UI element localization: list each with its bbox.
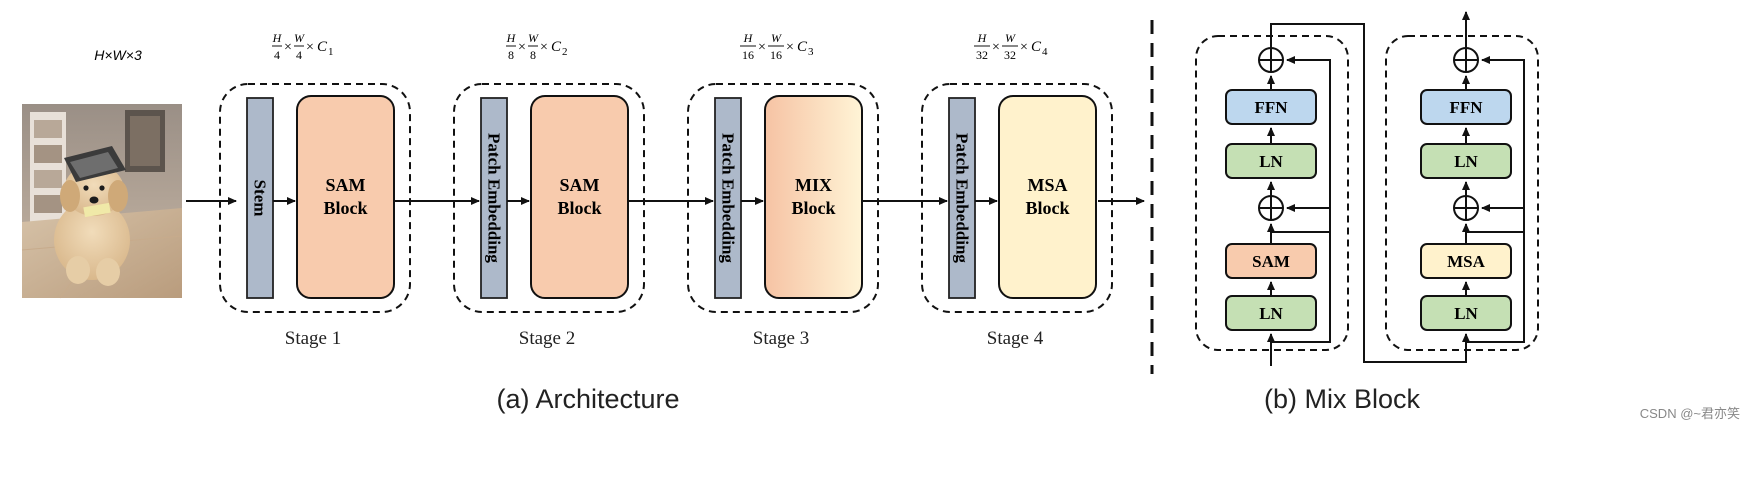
- stage-2-times-2: ×: [540, 40, 548, 55]
- caption-mix-block: (b) Mix Block: [1264, 384, 1421, 414]
- stage-1-block-word: Block: [323, 198, 367, 218]
- stage-2-h-frac-numerator: H: [506, 31, 517, 45]
- stage-1-dashed-group: [219, 83, 411, 313]
- stage-1-block-name: SAM: [326, 175, 366, 195]
- puppy-photo-icon: [21, 104, 183, 299]
- mix-right-group: [1385, 35, 1539, 351]
- stage-1-h-frac-numerator: H: [272, 31, 283, 45]
- stage-1-label: Stage 1: [285, 328, 341, 349]
- stage-2-dashed-group: [453, 83, 645, 313]
- stage-4-channel-sub: 4: [1042, 46, 1048, 58]
- stage-4-dashed-group: [921, 83, 1113, 313]
- input-dims-text: H×W×3: [94, 47, 142, 63]
- stage-4-block-word: Block: [1025, 198, 1069, 218]
- stage-1-block: [296, 95, 395, 299]
- stage-3-embedding-label: Patch Embedding: [719, 133, 738, 263]
- stage-4-times-2: ×: [1020, 40, 1028, 55]
- stage-3-dashed-group: [687, 83, 879, 313]
- stage-4-embedding-label: Patch Embedding: [953, 133, 972, 263]
- stage-2-w-frac-numerator: W: [528, 31, 539, 45]
- stage-4-embedding-bar: [948, 97, 976, 299]
- left-sam-label: SAM: [1252, 252, 1290, 271]
- stage-3-w-frac-denominator: 16: [770, 48, 782, 62]
- right-ffn-label: FFN: [1449, 98, 1483, 117]
- stage-2-channel-sub: 2: [562, 46, 568, 58]
- stage-4-w-frac-denominator: 32: [1004, 48, 1016, 62]
- right-msa-label: MSA: [1447, 252, 1486, 271]
- stage-2-embedding-label: Patch Embedding: [485, 133, 504, 263]
- stage-1-w-frac-numerator: W: [294, 31, 305, 45]
- stage-1-channel-sub: 1: [328, 46, 334, 58]
- stage-2-block-word: Block: [557, 198, 601, 218]
- stage-4-block-name: MSA: [1028, 175, 1068, 195]
- stage-4-channel: C: [1031, 39, 1042, 55]
- right-ln-bottom-label: LN: [1454, 304, 1478, 323]
- stage-3-h-frac-denominator: 16: [742, 48, 754, 62]
- watermark: CSDN @~君亦笑: [1640, 406, 1740, 421]
- stage-2-channel: C: [551, 39, 562, 55]
- stage-2-label: Stage 2: [519, 328, 575, 349]
- stage-3-block-word: Block: [791, 198, 835, 218]
- stage-3-channel: C: [797, 39, 808, 55]
- stage-1-channel: C: [317, 39, 328, 55]
- stage-3-channel-sub: 3: [808, 46, 814, 58]
- stage-4-block: [998, 95, 1097, 299]
- left-ln-top-label: LN: [1259, 152, 1283, 171]
- stage-1-embedding-bar: [246, 97, 274, 299]
- input-dimension-label: H×W×3: [94, 47, 142, 63]
- stage-2-h-frac-denominator: 8: [508, 48, 514, 62]
- stage-2-block: [530, 95, 629, 299]
- stage-3-label: Stage 3: [753, 328, 809, 349]
- stage-4-h-frac-denominator: 32: [976, 48, 988, 62]
- stage-2-w-frac-denominator: 8: [530, 48, 536, 62]
- stage-1-h-frac-denominator: 4: [274, 48, 280, 62]
- stage-1-embedding-label: Stem: [251, 180, 270, 217]
- stage-3-block-name: MIX: [795, 175, 832, 195]
- left-ffn-label: FFN: [1254, 98, 1288, 117]
- stage-4-h-frac-numerator: H: [977, 31, 988, 45]
- stage-2-block-name: SAM: [560, 175, 600, 195]
- stage-3-w-frac-numerator: W: [771, 31, 782, 45]
- stage-2-embedding-bar: [480, 97, 508, 299]
- caption-architecture: (a) Architecture: [496, 384, 679, 414]
- left-ln-bottom-label: LN: [1259, 304, 1283, 323]
- stage-3-block: [764, 95, 863, 299]
- stage-4-w-frac-numerator: W: [1005, 31, 1016, 45]
- stage-1-times-2: ×: [306, 40, 314, 55]
- right-ln-top-label: LN: [1454, 152, 1478, 171]
- stage-3-times-2: ×: [786, 40, 794, 55]
- stage-3-times-1: ×: [758, 40, 766, 55]
- stage-4-times-1: ×: [992, 40, 1000, 55]
- stage-3-h-frac-numerator: H: [743, 31, 754, 45]
- mix-block-diagram: LN SAM LN FFN LN MSA: [1195, 11, 1539, 366]
- stage-1-w-frac-denominator: 4: [296, 48, 302, 62]
- stage-1-times-1: ×: [284, 40, 292, 55]
- stage-2-times-1: ×: [518, 40, 526, 55]
- stage-3-embedding-bar: [714, 97, 742, 299]
- stage-4-label: Stage 4: [987, 328, 1044, 349]
